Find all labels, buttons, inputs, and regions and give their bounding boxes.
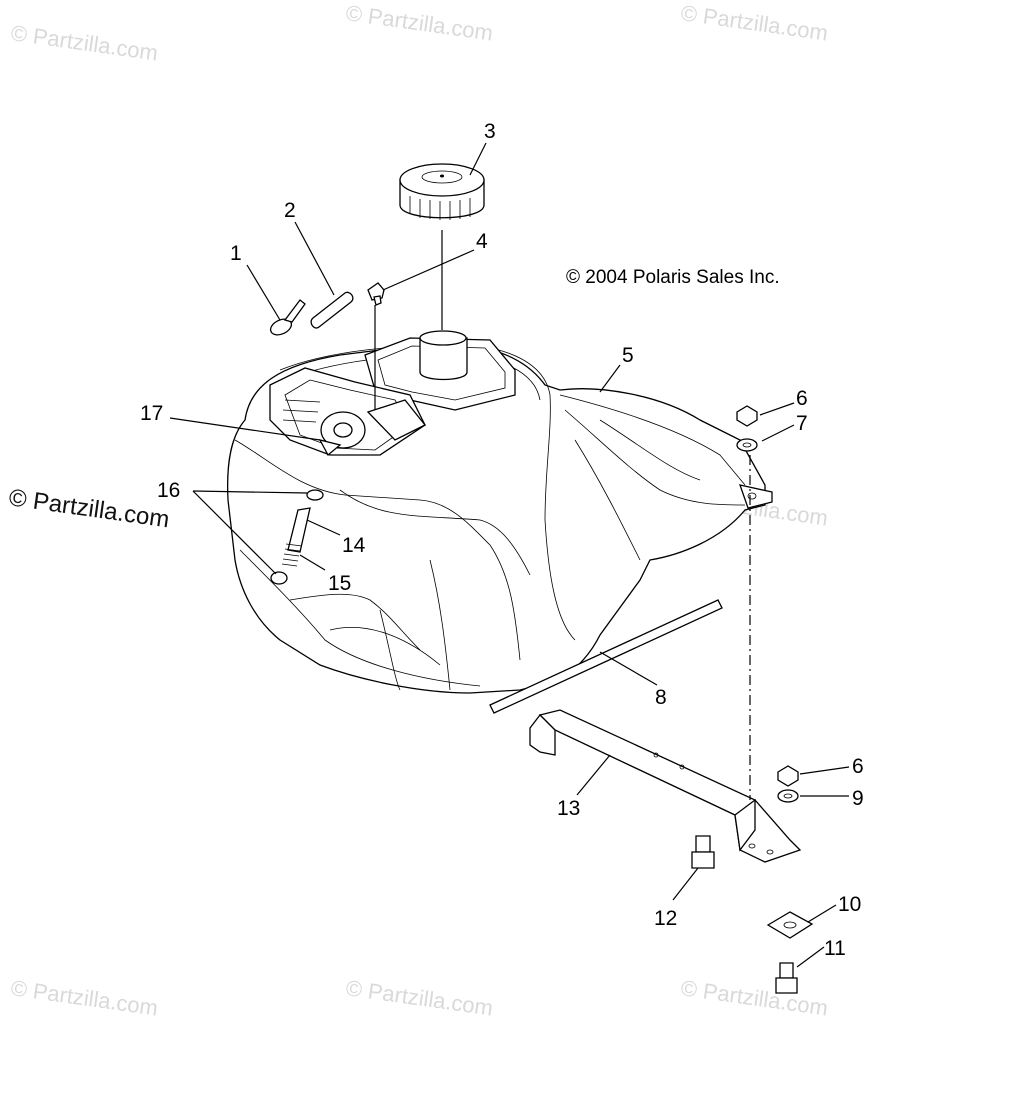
callout-11: 11 bbox=[824, 937, 846, 960]
filler-neck bbox=[364, 330, 516, 411]
callout-8: 8 bbox=[655, 686, 667, 709]
callout-15: 15 bbox=[328, 572, 351, 595]
bolt bbox=[775, 962, 798, 994]
callout-7: 7 bbox=[796, 412, 808, 435]
callout-3: 3 bbox=[484, 120, 496, 143]
callout-17: 17 bbox=[140, 402, 163, 425]
bolt bbox=[691, 835, 715, 869]
callout-5: 5 bbox=[622, 344, 634, 367]
mounting-bracket bbox=[529, 709, 802, 863]
callout-16: 16 bbox=[157, 479, 180, 502]
callout-labels: 1 2 3 4 5 6 7 8 6 9 10 11 12 13 14 15 16… bbox=[140, 120, 864, 960]
callout-14: 14 bbox=[342, 534, 366, 557]
callout-12: 12 bbox=[654, 907, 677, 930]
callout-13: 13 bbox=[557, 797, 580, 820]
fitting bbox=[270, 489, 324, 585]
callout-9: 9 bbox=[852, 787, 864, 810]
callout-6: 6 bbox=[852, 755, 864, 778]
callout-2: 2 bbox=[284, 199, 296, 222]
watermark-main: © Partzilla.com bbox=[7, 484, 171, 533]
vent-hose bbox=[310, 291, 354, 329]
callout-6: 6 bbox=[796, 387, 808, 410]
fuel-hose bbox=[281, 507, 311, 567]
copyright-text: © 2004 Polaris Sales Inc. bbox=[566, 267, 780, 288]
vent-fitting bbox=[367, 282, 385, 306]
tank-pad bbox=[489, 599, 723, 714]
callout-4: 4 bbox=[476, 230, 488, 253]
watermark: © Partzilla.com bbox=[9, 975, 159, 1020]
fuel-pump-plate bbox=[269, 367, 427, 457]
leader-lines bbox=[169, 142, 850, 968]
callout-10: 10 bbox=[838, 893, 861, 916]
watermark: © Partzilla.com bbox=[679, 975, 829, 1020]
washer-plate bbox=[766, 911, 814, 939]
hose-clamp bbox=[269, 299, 306, 336]
watermark: © Partzilla.com bbox=[679, 0, 829, 45]
callout-1: 1 bbox=[230, 242, 242, 265]
nuts-washers bbox=[736, 405, 799, 803]
watermark: © Partzilla.com bbox=[344, 975, 494, 1020]
watermark: © Partzilla.com bbox=[344, 0, 494, 45]
fuel-cap bbox=[399, 163, 485, 220]
watermark: © Partzilla.com bbox=[9, 20, 159, 65]
